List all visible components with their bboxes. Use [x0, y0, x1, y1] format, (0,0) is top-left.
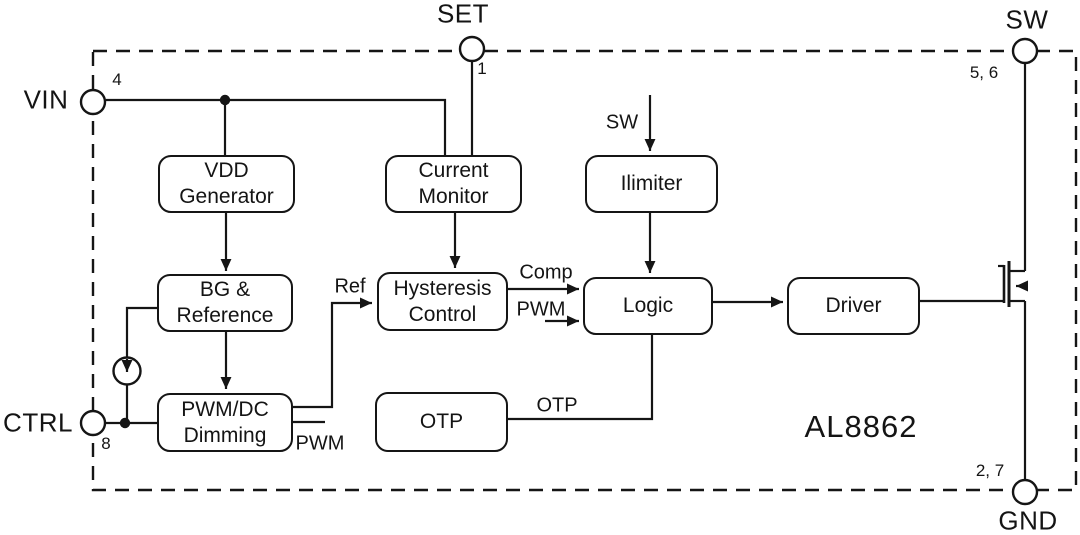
- wire-otp-to-logic: [508, 335, 654, 421]
- block-driver: Driver: [787, 277, 920, 335]
- wire-bg-to-current-source: [125, 306, 157, 357]
- signal-label-pwm-from-dimming: PWM: [295, 432, 345, 455]
- junction-dot-ctrl: [119, 417, 131, 429]
- pin-circle-vin: [79, 88, 107, 116]
- block-pwm-dc-dimming: PWM/DC Dimming: [157, 393, 293, 452]
- current-source-icon: [112, 356, 142, 386]
- signal-label-ref: Ref: [334, 275, 366, 298]
- pin-label-vin: VIN: [23, 84, 69, 115]
- block-hysteresis-control: Hysteresis Control: [377, 272, 508, 331]
- block-ilimiter: Ilimiter: [585, 155, 718, 213]
- pin-circle-ctrl: [79, 409, 107, 437]
- pin-label-sw: SW: [1005, 4, 1049, 35]
- pin-label-ctrl: CTRL: [3, 407, 73, 438]
- signal-label-pwm-to-logic: PWM: [516, 298, 566, 321]
- pin-circle-gnd: [1011, 478, 1039, 506]
- pin-label-set: SET: [436, 0, 490, 29]
- block-current-monitor: Current Monitor: [385, 155, 522, 213]
- wire-ref: [293, 297, 372, 409]
- pin-circle-sw: [1011, 37, 1039, 65]
- pin-circle-set: [458, 35, 486, 63]
- pin-number-set: 1: [477, 59, 487, 78]
- block-otp: OTP: [375, 392, 508, 452]
- junction-dot-vin: [219, 94, 231, 106]
- wire-vin-rail: [106, 98, 447, 155]
- signal-label-otp: OTP: [536, 394, 578, 417]
- pin-number-sw: 5, 6: [969, 63, 999, 82]
- ic-boundary: [91, 49, 1078, 492]
- signal-label-sw-input: SW: [605, 111, 639, 134]
- signal-label-comp: Comp: [519, 261, 573, 284]
- mosfet-icon: [998, 261, 1029, 307]
- block-bg-reference: BG & Reference: [157, 274, 293, 332]
- block-vdd-generator: VDD Generator: [158, 155, 295, 213]
- pin-number-ctrl: 8: [101, 434, 111, 453]
- pin-number-gnd: 2, 7: [975, 461, 1005, 480]
- block-logic: Logic: [583, 277, 713, 335]
- pin-label-gnd: GND: [998, 505, 1058, 535]
- pin-number-vin: 4: [112, 70, 122, 89]
- part-number: AL8862: [804, 409, 918, 444]
